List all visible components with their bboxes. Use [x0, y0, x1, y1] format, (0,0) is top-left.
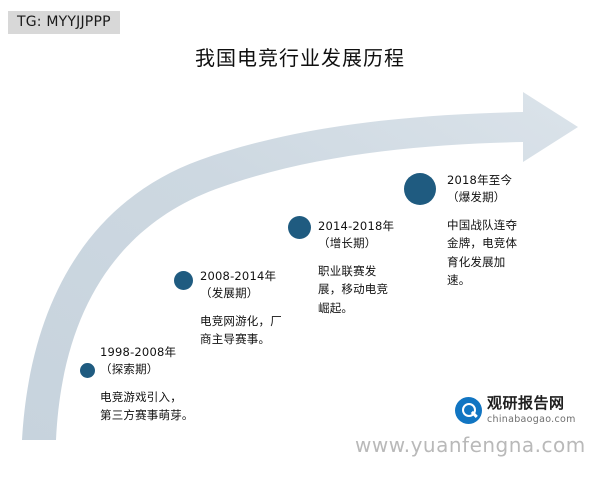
stage-3-desc-line-2: 展，移动电竞	[318, 282, 389, 297]
site-watermark: www.yuanfengna.com	[355, 433, 586, 457]
stage-1-description: 电竞游戏引入， 第三方赛事萌芽。	[100, 388, 230, 425]
stage-4-desc-line-4: 速。	[447, 273, 471, 288]
site-logo-cn: 观研报告网	[487, 394, 565, 412]
stage-3-desc-line-1: 职业联赛发	[318, 263, 377, 278]
stage-2-desc-line-1: 电竞网游化，厂	[200, 313, 282, 328]
stage-4-period: 2018年至今	[447, 173, 513, 187]
stage-2-phase: （发展期）	[200, 286, 259, 301]
site-logo: 观研报告网 chinabaogao.com	[455, 394, 576, 425]
timeline-stage-1: 1998-2008年 （探索期） 电竞游戏引入， 第三方赛事萌芽。	[100, 344, 230, 425]
stage-4-desc-line-1: 中国战队连夺	[447, 217, 518, 232]
stage-1-period: 1998-2008年	[100, 345, 177, 359]
stage-1-desc-line-1: 电竞游戏引入，	[100, 389, 182, 404]
stage-4-phase: （爆发期）	[447, 190, 506, 205]
stage-3-phase: （增长期）	[318, 236, 377, 251]
site-logo-text: 观研报告网 chinabaogao.com	[487, 394, 576, 425]
stage-1-phase: （探索期）	[100, 362, 159, 377]
stage-3-period: 2014-2018年	[318, 219, 395, 233]
timeline-dot-1	[80, 363, 95, 378]
timeline-stage-3: 2014-2018年 （增长期） 职业联赛发 展，移动电竞 崛起。	[318, 218, 418, 317]
stage-2-desc-line-2: 商主导赛事。	[200, 332, 271, 347]
stage-4-description: 中国战队连夺 金牌，电竞体 育化发展加 速。	[447, 216, 557, 291]
stage-2-period: 2008-2014年	[200, 269, 277, 283]
stage-4-desc-line-3: 育化发展加	[447, 254, 506, 269]
stage-2-description: 电竞网游化，厂 商主导赛事。	[200, 312, 330, 349]
timeline-stage-4: 2018年至今 （爆发期） 中国战队连夺 金牌，电竞体 育化发展加 速。	[447, 172, 557, 290]
timeline-dot-2	[174, 271, 193, 290]
stage-1-desc-line-2: 第三方赛事萌芽。	[100, 408, 194, 423]
timeline-dot-3	[288, 216, 311, 239]
page-title: 我国电竞行业发展历程	[195, 46, 405, 70]
stage-4-desc-line-2: 金牌，电竞体	[447, 236, 518, 251]
magnifier-icon	[455, 396, 482, 424]
stage-3-description: 职业联赛发 展，移动电竞 崛起。	[318, 262, 418, 318]
tg-watermark-badge: TG: MYYJJPPP	[8, 11, 120, 34]
site-logo-en: chinabaogao.com	[487, 413, 576, 425]
timeline-stage-2: 2008-2014年 （发展期） 电竞网游化，厂 商主导赛事。	[200, 268, 330, 349]
stage-3-desc-line-3: 崛起。	[318, 300, 354, 315]
timeline-dot-4	[404, 173, 436, 205]
